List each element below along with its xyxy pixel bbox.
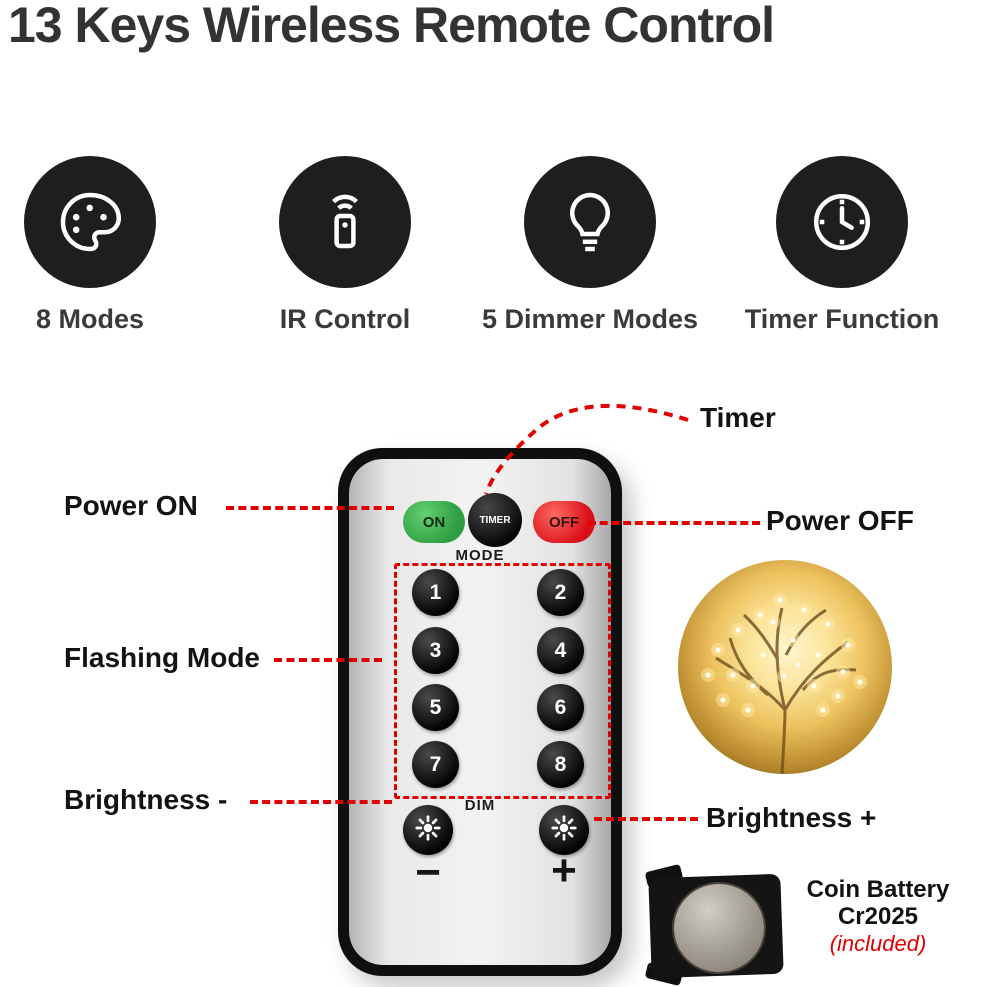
annotation-flashing-mode: Flashing Mode <box>64 642 260 673</box>
flashing-mode-highlight <box>394 563 611 799</box>
mode-button-6: 6 <box>537 684 584 731</box>
power-off-button: OFF <box>533 501 595 543</box>
brightness-down-button <box>403 805 453 855</box>
feature-dimmer-modes: 5 Dimmer Modes <box>460 156 720 335</box>
mode-button-3: 3 <box>412 627 459 674</box>
annotation-brightness-plus: Brightness + <box>706 802 877 833</box>
battery-caption-model: Cr2025 <box>837 903 919 930</box>
power-on-button: ON <box>403 501 465 543</box>
battery-coin-cell <box>672 882 766 974</box>
mode-button-4: 4 <box>537 627 584 674</box>
power-on-callout-line <box>226 506 394 510</box>
feature-label: Timer Function <box>744 304 940 334</box>
clock-icon <box>776 156 908 288</box>
feature-label: 8 Modes <box>35 304 145 334</box>
battery-caption-note: (included) <box>829 931 927 956</box>
timer-button: TIMER <box>468 493 522 547</box>
ir-remote-icon <box>279 156 411 288</box>
annotation-power-on: Power ON <box>64 490 198 521</box>
mode-button-2: 2 <box>537 569 584 616</box>
mode-button-8: 8 <box>537 741 584 788</box>
feature-timer-function: Timer Function <box>712 156 972 335</box>
bulb-icon <box>524 156 656 288</box>
dim-section-label: DIM <box>464 797 496 814</box>
mode-button-7: 7 <box>412 741 459 788</box>
battery-caption-title: Coin Battery <box>806 876 950 903</box>
brightness-minus-callout-line <box>250 800 392 804</box>
feature-ir-control: IR Control <box>215 156 475 335</box>
page-title: 13 Keys Wireless Remote Control <box>8 0 775 53</box>
minus-sign: − <box>415 848 441 897</box>
palette-icon <box>24 156 156 288</box>
annotation-power-off: Power OFF <box>766 505 914 536</box>
brightness-plus-callout-line <box>594 817 698 821</box>
remote-control: ON TIMER OFF MODE 1 2 3 4 5 6 7 8 DIM <box>338 448 622 976</box>
feature-label: 5 Dimmer Modes <box>481 304 699 334</box>
annotation-timer: Timer <box>700 402 776 433</box>
fairy-light-tree-photo <box>678 560 892 774</box>
sun-dim-icon <box>413 813 443 848</box>
mode-section-label: MODE <box>455 547 505 564</box>
flashing-mode-callout-line <box>274 658 382 662</box>
feature-8-modes: 8 Modes <box>0 156 220 335</box>
coin-battery-photo <box>644 863 794 987</box>
mode-button-5: 5 <box>412 684 459 731</box>
annotation-brightness-minus: Brightness - <box>64 784 228 815</box>
brightness-up-button <box>539 805 589 855</box>
remote-body: ON TIMER OFF MODE 1 2 3 4 5 6 7 8 DIM <box>349 459 611 965</box>
mode-button-1: 1 <box>412 569 459 616</box>
plus-sign: + <box>551 846 577 895</box>
battery-caption: Coin Battery Cr2025 (included) <box>788 876 968 957</box>
feature-label: IR Control <box>279 304 411 334</box>
sun-bright-icon <box>549 813 579 848</box>
power-off-callout-line <box>588 521 760 525</box>
